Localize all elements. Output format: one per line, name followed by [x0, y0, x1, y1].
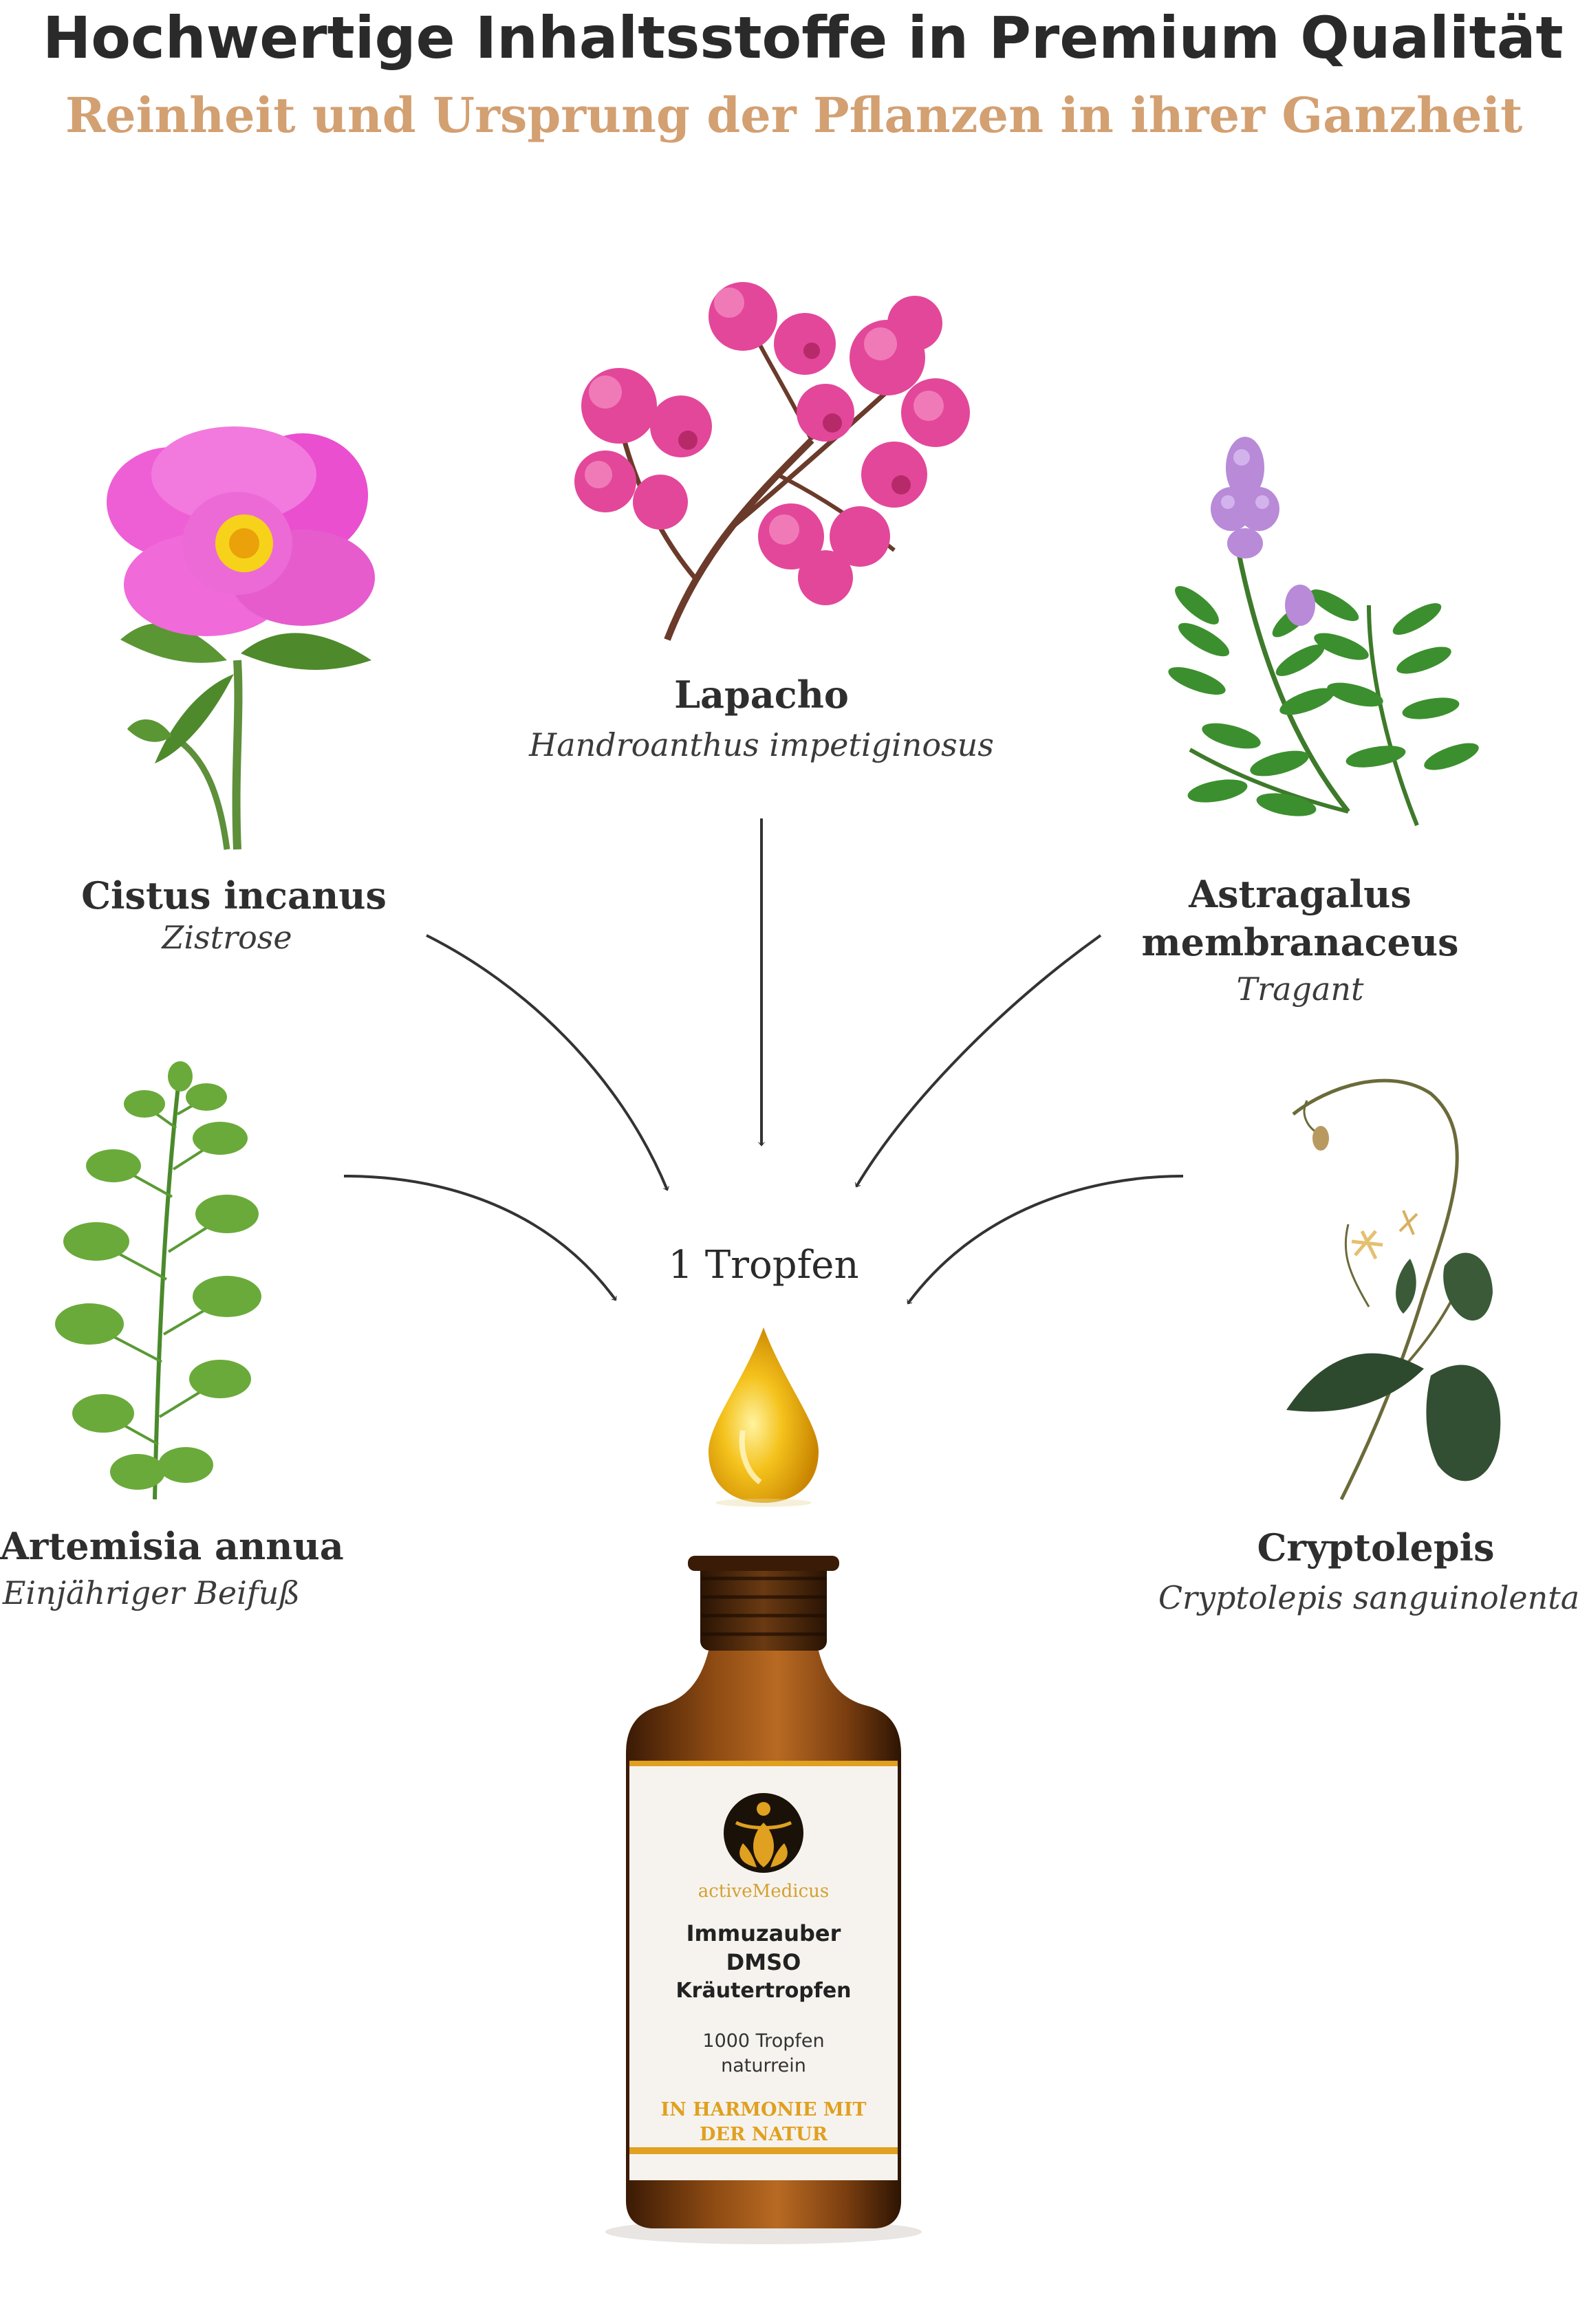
- arrow-cryptolepis: [907, 1175, 1184, 1303]
- page-title: Hochwertige Inhaltsstoffe in Premium Qua…: [43, 4, 1564, 72]
- cistus-latin: Zistrose: [162, 919, 292, 956]
- arrows: [343, 818, 1184, 1303]
- artemisia-latin: Einjähriger Beifuß: [2, 1574, 301, 1611]
- lotus-logo-icon: [724, 1793, 803, 1873]
- astragalus-plant-icon: [1168, 437, 1479, 827]
- arrow-astragalus: [856, 934, 1102, 1186]
- bottle-info-line1: 1000 Tropfen: [702, 2030, 825, 2052]
- cryptolepis-plant-icon: [1286, 1078, 1501, 1501]
- bottle-info-line2: naturrein: [721, 2055, 806, 2076]
- bottle-brand: activeMedicus: [698, 1881, 830, 1902]
- artemisia-plant-icon: [55, 1061, 261, 1500]
- oil-drop-icon: [709, 1327, 819, 1507]
- astragalus-name-line2: membranaceus: [1141, 920, 1459, 964]
- bottle-slogan-line1: IN HARMONIE MIT: [660, 2099, 867, 2120]
- page-subtitle: Reinheit und Ursprung der Pflanzen in ih…: [65, 87, 1523, 144]
- artemisia-name: Artemisia annua: [0, 1524, 344, 1568]
- lapacho-latin: Handroanthus impetiginosus: [529, 726, 994, 763]
- arrow-cistus: [426, 934, 667, 1190]
- product-bottle: [605, 1556, 922, 2244]
- drops-label: 1 Tropfen: [668, 1243, 859, 1288]
- bottle-product-line2: DMSO: [726, 1949, 801, 1975]
- bottle-slogan-line2: DER NATUR: [699, 2124, 828, 2145]
- cistus-flower-icon: [107, 426, 375, 850]
- astragalus-latin: Tragant: [1236, 970, 1364, 1008]
- cistus-name: Cistus incanus: [81, 873, 387, 917]
- cryptolepis-latin: Cryptolepis sanguinolenta: [1158, 1579, 1580, 1616]
- lapacho-name: Lapacho: [674, 673, 849, 717]
- lapacho-flower-icon: [574, 282, 970, 641]
- bottle-product-line3: Kräutertropfen: [675, 1979, 852, 2003]
- astragalus-name-line1: Astragalus: [1189, 872, 1412, 916]
- bottle-product-line1: Immuzauber: [686, 1920, 841, 1946]
- arrow-artemisia: [343, 1175, 617, 1300]
- cryptolepis-name: Cryptolepis: [1257, 1525, 1495, 1570]
